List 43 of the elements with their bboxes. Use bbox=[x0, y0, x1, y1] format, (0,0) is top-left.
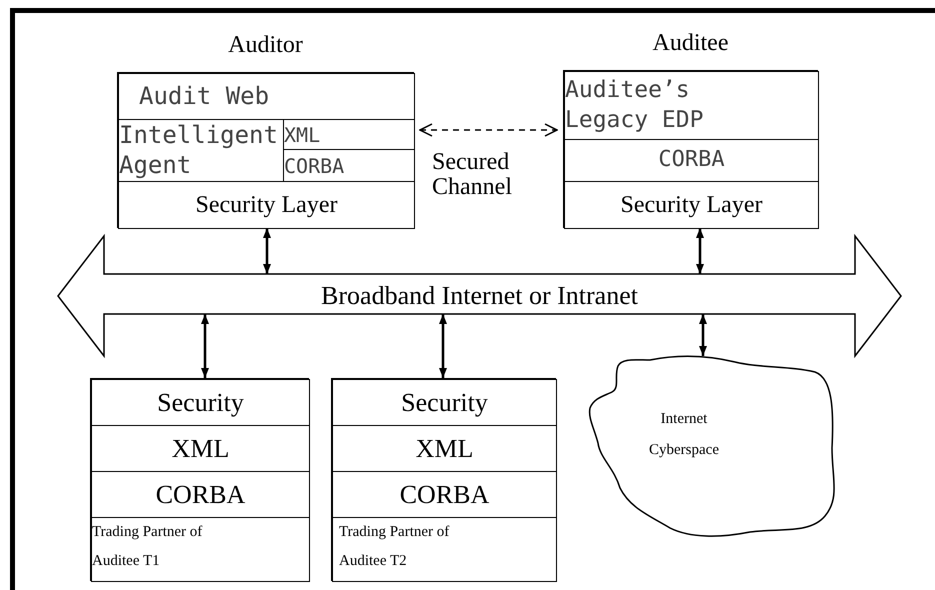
layer-cell bbox=[332, 379, 557, 426]
layer-cell bbox=[283, 119, 415, 150]
arrow bbox=[439, 314, 447, 378]
arrow bbox=[699, 314, 707, 356]
layer-label: XML bbox=[284, 122, 320, 146]
layer-label: Security Layer bbox=[196, 190, 338, 220]
group-heading: Auditee bbox=[652, 29, 730, 58]
layer-label: Intelligent Agent bbox=[119, 120, 279, 180]
layer-label: XML bbox=[416, 432, 474, 464]
layer-label: Auditee’s Legacy EDP bbox=[565, 76, 704, 134]
layer-cell bbox=[91, 425, 310, 472]
layer-label: Security bbox=[157, 386, 244, 418]
layer-cell bbox=[332, 471, 557, 518]
arrow bbox=[201, 314, 209, 378]
layer-label: CORBA bbox=[658, 147, 725, 174]
layer-cell bbox=[91, 379, 310, 426]
network-label: Broadband Internet or Intranet bbox=[321, 280, 638, 312]
layer-label: Security Layer bbox=[620, 190, 762, 220]
layer-label: Trading Partner of Auditee T1 bbox=[92, 523, 204, 570]
stack-box bbox=[90, 378, 309, 581]
layer-cell bbox=[564, 139, 819, 182]
layer-label: CORBA bbox=[156, 478, 246, 510]
stack-box bbox=[331, 378, 556, 581]
layer-label: XML bbox=[172, 432, 230, 464]
layer-cell bbox=[91, 471, 310, 518]
layer-cell bbox=[118, 181, 415, 229]
layer-label: Trading Partner of Auditee T2 bbox=[338, 523, 450, 570]
layer-cell bbox=[332, 425, 557, 472]
layer-cell bbox=[283, 149, 415, 182]
layer-cell bbox=[564, 181, 819, 229]
layer-cell bbox=[118, 73, 415, 120]
layer-cell bbox=[564, 71, 819, 140]
arrow bbox=[263, 228, 271, 274]
layer-label: Security bbox=[401, 386, 488, 418]
cloud-label: Internet Cyberspace bbox=[648, 410, 720, 460]
layer-cell bbox=[332, 517, 557, 582]
layer-label: CORBA bbox=[400, 478, 490, 510]
group-heading: Auditor bbox=[227, 31, 304, 60]
layer-label: Audit Web bbox=[138, 82, 270, 111]
layer-cell bbox=[91, 517, 310, 582]
layer-label: CORBA bbox=[284, 154, 344, 178]
arrow bbox=[419, 123, 558, 137]
arrow bbox=[696, 228, 704, 274]
